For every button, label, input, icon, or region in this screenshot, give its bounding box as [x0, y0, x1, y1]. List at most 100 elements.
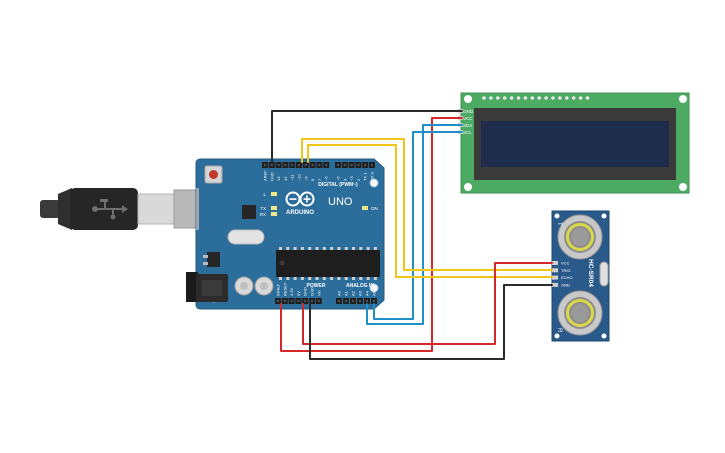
header-pin[interactable]: 3.3V: [288, 287, 295, 304]
arduino-uno-board[interactable]: L TX RX ON ARDUINO UNO: [186, 158, 385, 310]
lcd-pad: [565, 96, 569, 100]
sensor-pin[interactable]: TRIG: [552, 268, 571, 273]
pin-label: A4: [365, 290, 370, 296]
sensor-crystal: [599, 261, 609, 287]
lcd-pad: [530, 96, 535, 100]
sensor-pin[interactable]: VCC: [552, 261, 570, 266]
chip-leg: [300, 277, 304, 280]
header-pin[interactable]: ~10: [296, 162, 302, 181]
sensor-pin[interactable]: ECHO: [552, 275, 573, 280]
header-pin[interactable]: A1: [343, 290, 349, 304]
pin-hole: [364, 164, 367, 166]
crystal-oscillator: [227, 229, 265, 245]
wire-sensor-gnd[interactable]: [309, 284, 553, 360]
chip-leg: [279, 247, 282, 250]
lcd-pad: [516, 96, 521, 100]
pin-hole: [338, 300, 340, 302]
wire-lcd-scl[interactable]: [373, 131, 463, 320]
header-pin[interactable]: 12: [282, 162, 289, 181]
mounting-hole: [601, 333, 607, 339]
wire-sensor-vcc[interactable]: [302, 262, 553, 345]
header-pin[interactable]: ~11: [289, 162, 296, 181]
header-pin[interactable]: 8: [309, 162, 316, 181]
header-pin[interactable]: TX 1: [362, 162, 369, 181]
header-pin[interactable]: A0: [336, 290, 342, 304]
header-pin[interactable]: 5V: [295, 291, 302, 304]
lcd-pad: [585, 96, 590, 100]
usb-cable[interactable]: [40, 188, 199, 230]
sensor-pins[interactable]: VCC TRIG ECHO GND: [552, 261, 573, 288]
wires[interactable]: [271, 110, 553, 360]
analog-header-label: ANALOG IN: [346, 283, 374, 289]
sensor-pin-contact[interactable]: [552, 268, 558, 273]
wire-sensor-trig[interactable]: [301, 138, 553, 271]
reset-button[interactable]: [204, 165, 223, 184]
pin-label: ~10: [297, 173, 302, 181]
pin-label: IOREF: [276, 283, 281, 296]
header-pin[interactable]: ~5: [335, 162, 341, 181]
header-pin[interactable]: 7: [316, 162, 323, 181]
header-pin[interactable]: GND: [309, 287, 315, 304]
pin-hole: [297, 300, 300, 302]
sensor-pin-contact[interactable]: [552, 282, 558, 287]
header-pin[interactable]: 4: [341, 162, 348, 181]
header-pin[interactable]: GND: [268, 162, 275, 181]
header-pin[interactable]: ~9: [302, 162, 309, 181]
sensor-pin-contact[interactable]: [552, 261, 558, 265]
wire-sensor-echo[interactable]: [307, 144, 553, 278]
usb-strain-relief: [58, 188, 72, 230]
pin-hole: [337, 164, 339, 166]
header-pin[interactable]: RESET: [281, 282, 288, 304]
mounting-hole: [554, 213, 560, 219]
header-pin[interactable]: ~6: [323, 162, 330, 181]
lcd-pin-label: VCC: [463, 116, 473, 121]
header-pin[interactable]: IOREF: [275, 283, 281, 304]
lcd-pad: [578, 96, 583, 100]
header-pin[interactable]: AREF: [262, 162, 268, 181]
header-pin[interactable]: A4: [364, 290, 370, 304]
sensor-pin-label: GND: [561, 283, 570, 288]
header-pin[interactable]: 13: [275, 162, 282, 181]
pin-hole: [264, 164, 266, 166]
header-pin[interactable]: GND: [302, 287, 309, 304]
lcd-pad: [571, 96, 576, 100]
wire-lcd-sda[interactable]: [366, 124, 463, 325]
lcd-screen: [481, 121, 669, 167]
header-pin[interactable]: ~3: [348, 162, 355, 181]
sensor-pin-contact[interactable]: [552, 275, 558, 280]
sensor-pin[interactable]: GND: [552, 283, 570, 288]
header-pin[interactable]: 2: [355, 162, 362, 181]
header-pin[interactable]: A2: [350, 290, 356, 304]
wire-lcd-gnd[interactable]: [271, 110, 463, 163]
pin-label: GND: [269, 172, 274, 181]
chip-leg: [293, 277, 297, 280]
led-tx: TX: [260, 206, 277, 211]
chip-leg: [330, 277, 334, 280]
sensor-model-label: HC-SR04: [587, 259, 594, 287]
chip-leg: [286, 277, 290, 280]
header-pin[interactable]: A5: [371, 290, 377, 304]
pin-label: A3: [358, 290, 363, 296]
header-pin[interactable]: RX 0: [369, 162, 375, 181]
pin-hole: [290, 300, 293, 302]
pin-label: 13: [276, 176, 281, 181]
header-pin[interactable]: A3: [357, 290, 363, 304]
chip-leg: [337, 277, 341, 280]
chip-leg: [373, 247, 377, 250]
led-tx-label: TX: [260, 206, 266, 211]
wire-lcd-vcc[interactable]: [280, 117, 463, 352]
chip-leg: [344, 277, 348, 280]
lcd-pad: [502, 96, 507, 100]
pin-hole: [350, 164, 353, 166]
chip-leg: [300, 247, 304, 250]
header-pin[interactable]: Vin: [315, 290, 322, 304]
atmega-chip: [276, 247, 380, 280]
pin-label: 5V: [296, 291, 301, 296]
led-rx: RX: [260, 212, 277, 217]
